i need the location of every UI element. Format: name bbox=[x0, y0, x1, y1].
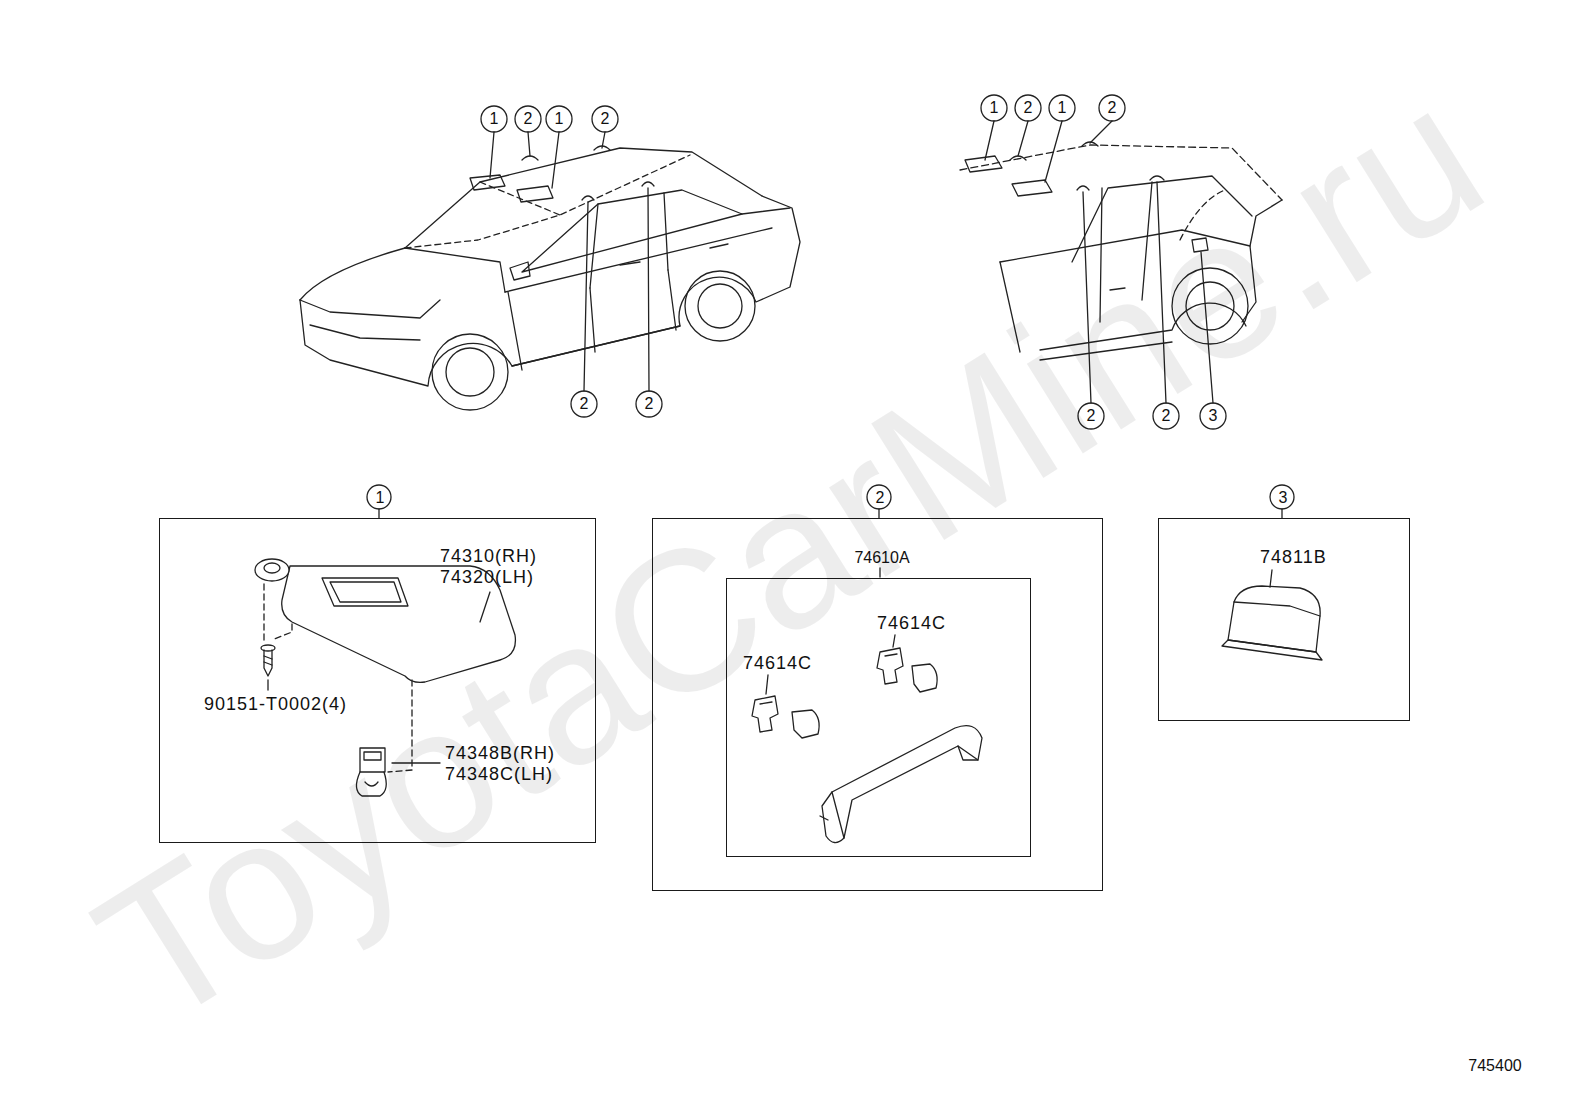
diagram-code: 745400 bbox=[1468, 1057, 1521, 1075]
callout-number: 1 bbox=[1058, 99, 1067, 117]
part-number: 74310(RH) 74320(LH) bbox=[440, 546, 537, 587]
part-panel: 374811B bbox=[1158, 518, 1410, 721]
callout-number: 1 bbox=[555, 110, 564, 128]
callout-number: 2 bbox=[645, 395, 654, 413]
part-number: 74811B bbox=[1260, 547, 1327, 568]
callout-number: 2 bbox=[524, 110, 533, 128]
callout-number: 1 bbox=[376, 489, 385, 507]
callout-number: 2 bbox=[580, 395, 589, 413]
callout-number: 2 bbox=[601, 110, 610, 128]
callout-number: 3 bbox=[1279, 489, 1288, 507]
callout-number: 1 bbox=[490, 110, 499, 128]
callout-number: 1 bbox=[990, 99, 999, 117]
callout-number: 2 bbox=[1024, 99, 1033, 117]
callout-number: 2 bbox=[1108, 99, 1117, 117]
